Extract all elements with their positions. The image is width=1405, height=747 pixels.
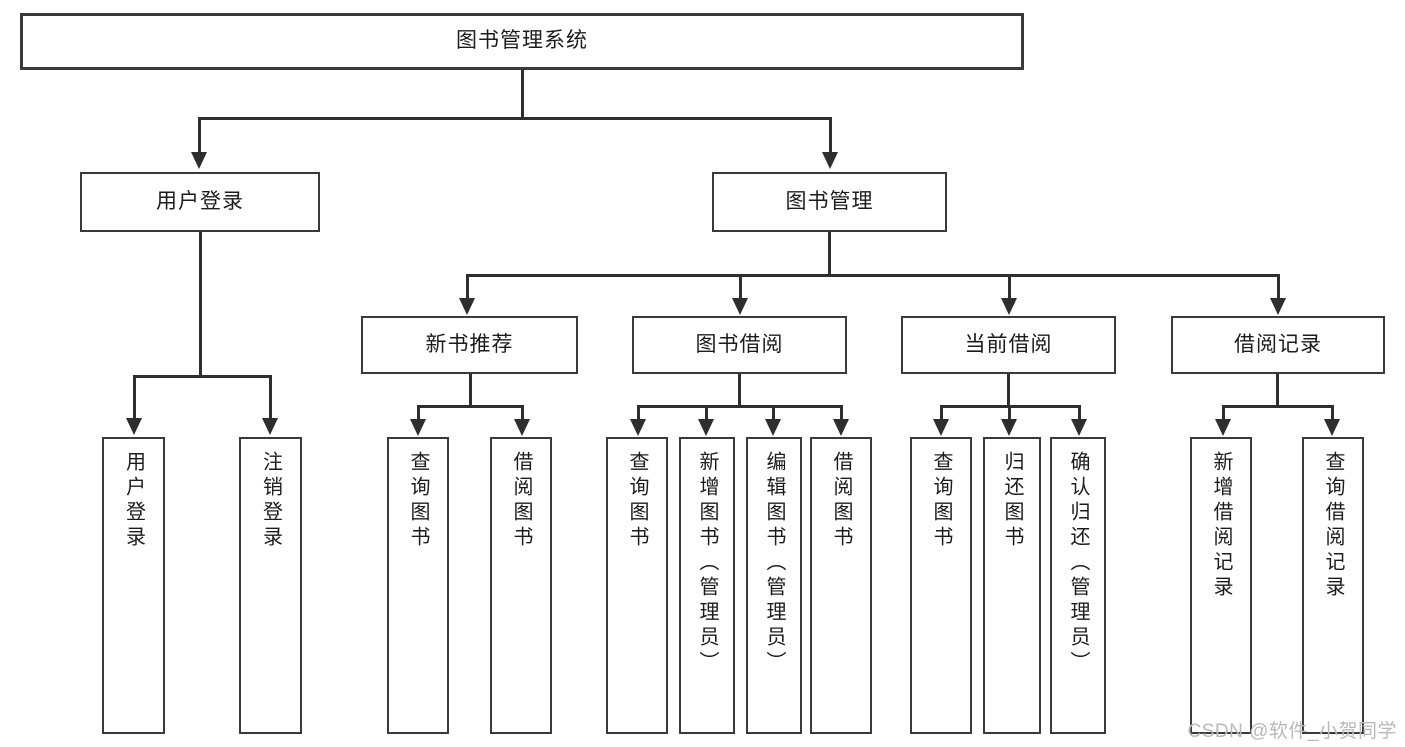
- node-new-book-recommend[interactable]: 新书推荐: [361, 316, 578, 374]
- leaf-label: 编辑图书（管理员）: [763, 451, 785, 676]
- node-label: 新书推荐: [425, 332, 514, 356]
- connector-drop-cb-leaf-0: [940, 405, 943, 421]
- arrow-nb-leaf-0: [410, 419, 426, 436]
- connector-drop-bb-leaf-2: [772, 405, 775, 421]
- leaf-user-login-login[interactable]: 用户登录: [102, 437, 165, 734]
- connector-new-book-stem: [469, 374, 472, 405]
- arrow-cb-leaf-2: [1071, 419, 1087, 436]
- arrow-nb-leaf-1: [514, 419, 530, 436]
- arrow-bb-leaf-1: [698, 419, 714, 436]
- connector-drop-user-login-leaf-0: [133, 375, 136, 420]
- leaf-label: 查询图书: [930, 451, 952, 551]
- leaf-label: 查询图书: [407, 451, 429, 551]
- leaf-label: 归还图书: [1001, 451, 1023, 551]
- node-label: 当前借阅: [964, 332, 1053, 356]
- node-borrow-record[interactable]: 借阅记录: [1171, 316, 1385, 374]
- connector-book-borrow-stem: [738, 374, 741, 405]
- connector-drop-br-leaf-0: [1222, 405, 1225, 421]
- leaf-new-book-query[interactable]: 查询图书: [387, 437, 449, 734]
- connector-drop-borrow-record: [1277, 274, 1280, 302]
- connector-user-login-stem: [199, 232, 202, 375]
- arrow-user-login: [191, 152, 207, 169]
- arrow-cb-leaf-0: [933, 419, 949, 436]
- connector-user-login-bus: [133, 375, 271, 378]
- node-book-borrow[interactable]: 图书借阅: [632, 316, 847, 374]
- leaf-label: 借阅图书: [830, 451, 852, 551]
- arrow-user-login-leaf-0: [126, 418, 142, 435]
- connector-book-mgmt-bus: [466, 274, 1279, 277]
- connector-drop-user-login: [198, 117, 201, 155]
- leaf-label: 用户登录: [122, 451, 145, 551]
- connector-borrow-record-bus: [1222, 405, 1333, 408]
- leaf-user-login-logout[interactable]: 注销登录: [239, 437, 302, 734]
- arrow-book-borrow: [732, 298, 748, 315]
- arrow-cb-leaf-1: [1001, 419, 1017, 436]
- arrow-bb-leaf-3: [833, 419, 849, 436]
- connector-drop-nb-leaf-1: [521, 405, 524, 421]
- leaf-book-borrow-edit[interactable]: 编辑图书（管理员）: [746, 437, 802, 734]
- connector-book-mgmt-stem: [828, 232, 831, 275]
- node-label: 图书管理系统: [456, 29, 588, 53]
- leaf-borrow-record-add[interactable]: 新增借阅记录: [1190, 437, 1252, 734]
- leaf-label: 查询借阅记录: [1322, 451, 1344, 601]
- connector-drop-nb-leaf-0: [417, 405, 420, 421]
- connector-drop-bb-leaf-3: [840, 405, 843, 421]
- arrow-borrow-record: [1270, 298, 1286, 315]
- connector-drop-book-borrow: [739, 274, 742, 302]
- leaf-label: 查询图书: [626, 451, 648, 551]
- connector-drop-br-leaf-1: [1331, 405, 1334, 421]
- leaf-label: 新增借阅记录: [1210, 451, 1232, 601]
- arrow-new-book: [459, 298, 475, 315]
- arrow-user-login-leaf-1: [262, 418, 278, 435]
- leaf-book-borrow-add[interactable]: 新增图书（管理员）: [679, 437, 735, 734]
- arrow-bb-leaf-0: [630, 419, 646, 436]
- arrow-current-borrow: [1001, 298, 1017, 315]
- leaf-borrow-record-query[interactable]: 查询借阅记录: [1302, 437, 1364, 734]
- connector-borrow-record-stem: [1276, 374, 1279, 405]
- connector-new-book-bus: [417, 405, 523, 408]
- connector-drop-new-book: [466, 274, 469, 302]
- node-book-management[interactable]: 图书管理: [712, 172, 947, 232]
- leaf-book-borrow-query[interactable]: 查询图书: [606, 437, 668, 734]
- arrow-book-mgmt: [822, 152, 838, 169]
- leaf-current-borrow-return[interactable]: 归还图书: [983, 437, 1041, 734]
- csdn-watermark: CSDN @软件_小贺同学: [1187, 721, 1397, 742]
- node-label: 用户登录: [156, 189, 244, 213]
- leaf-current-borrow-confirm[interactable]: 确认归还（管理员）: [1050, 437, 1106, 734]
- node-label: 图书管理: [785, 189, 874, 213]
- connector-current-borrow-stem: [1007, 374, 1010, 405]
- arrow-br-leaf-1: [1324, 419, 1340, 436]
- connector-root-bus: [198, 117, 831, 120]
- connector-drop-current-borrow: [1008, 274, 1011, 302]
- leaf-label: 新增图书（管理员）: [696, 451, 718, 676]
- leaf-book-borrow-borrow[interactable]: 借阅图书: [810, 437, 872, 734]
- node-root-system[interactable]: 图书管理系统: [20, 13, 1024, 70]
- node-label: 借阅记录: [1234, 332, 1322, 356]
- connector-root-stem: [521, 70, 524, 117]
- connector-book-borrow-bus: [637, 405, 841, 408]
- leaf-label: 借阅图书: [510, 451, 532, 551]
- arrow-bb-leaf-2: [765, 419, 781, 436]
- connector-drop-cb-leaf-1: [1008, 405, 1011, 421]
- connector-drop-book-mgmt: [829, 117, 832, 155]
- node-label: 图书借阅: [695, 332, 784, 356]
- node-current-borrow[interactable]: 当前借阅: [901, 316, 1116, 374]
- leaf-label: 注销登录: [259, 451, 282, 551]
- arrow-br-leaf-0: [1215, 419, 1231, 436]
- connector-drop-cb-leaf-2: [1078, 405, 1081, 421]
- connector-drop-bb-leaf-0: [637, 405, 640, 421]
- leaf-label: 确认归还（管理员）: [1067, 451, 1089, 676]
- node-user-login[interactable]: 用户登录: [80, 172, 320, 232]
- connector-drop-user-login-leaf-1: [269, 375, 272, 420]
- connector-drop-bb-leaf-1: [705, 405, 708, 421]
- leaf-current-borrow-query[interactable]: 查询图书: [910, 437, 972, 734]
- leaf-new-book-borrow[interactable]: 借阅图书: [490, 437, 552, 734]
